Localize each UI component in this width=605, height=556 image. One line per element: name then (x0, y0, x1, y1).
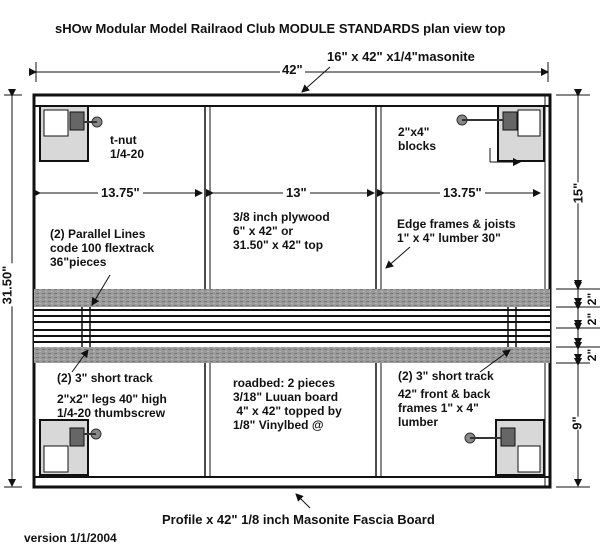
edge-frames-label: Edge frames & joists 1" x 4" lumber 30" (397, 217, 516, 245)
masonite-top-label: 16" x 42" x1/4"masonite (327, 49, 475, 64)
legs-label: 2"x2" legs 40" high 1/4-20 thumbscrew (57, 392, 167, 420)
masonite-leader (301, 66, 331, 93)
parallel-lines-label: (2) Parallel Lines code 100 flextrack 36… (50, 227, 155, 269)
leg-block-bottom-left (39, 419, 102, 476)
leader-edge-frames (385, 246, 411, 269)
diagram-title: sHOw Modular Model Railraod Club MODULE … (55, 21, 506, 36)
dim-right-9: 9" (569, 416, 585, 430)
leader-fascia (295, 493, 311, 509)
plywood-label: 3/8 inch plywood 6" x 42" or 31.50" x 42… (233, 210, 330, 252)
version-label: version 1/1/2004 (24, 531, 117, 545)
leg-block-top-left (39, 105, 103, 162)
dim-right-2b: 2" (585, 312, 600, 326)
fascia-label: Profile x 42" 1/8 inch Masonite Fascia B… (162, 512, 435, 527)
dim-right-2c: 2" (585, 348, 600, 362)
tnut-label: t-nut 1/4-20 (110, 133, 145, 161)
leader-short-track-left (71, 349, 89, 373)
leader-short-track-right (479, 349, 511, 373)
roadbed-track-band (34, 289, 550, 363)
leader-parallel-lines (91, 274, 111, 306)
dim-width-42: 42" (280, 62, 305, 77)
leg-block-top-right (456, 105, 545, 162)
front-back-label: 42" front & back frames 1" x 4" lumber (398, 387, 491, 429)
blocks-label: 2"x4" blocks (398, 125, 437, 153)
short-track-right-label: (2) 3" short track (398, 369, 494, 383)
dim-section-mid: 13" (283, 186, 310, 200)
dim-height-31-50: 31.50" (0, 263, 15, 307)
dim-right-2a: 2" (585, 292, 600, 306)
short-track-left-label: (2) 3" short track (57, 371, 153, 385)
dim-section-right: 13.75" (440, 186, 485, 200)
dim-right-15: 15" (570, 182, 586, 204)
roadbed-label: roadbed: 2 pieces 3/18" Luuan board 4" x… (233, 376, 342, 432)
dim-section-left: 13.75" (98, 186, 143, 200)
leg-block-bottom-right (464, 419, 545, 476)
